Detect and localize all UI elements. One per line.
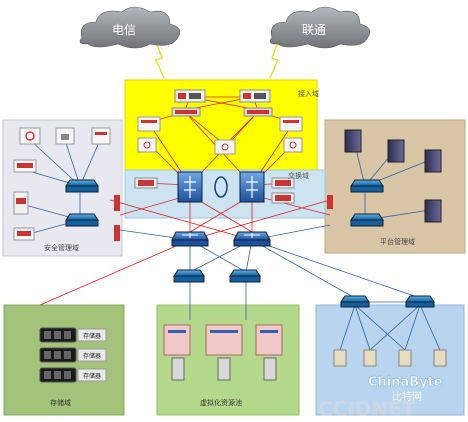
server-cluster-icon: [205, 324, 243, 381]
storage-array-icon: 存储器: [39, 347, 107, 363]
watermark: CCIDNET ChinaByte 比特网: [318, 375, 443, 421]
cloud-telecom: 电信: [79, 6, 181, 49]
storage-label: 存储器: [83, 352, 101, 360]
appliance-icon: [13, 159, 37, 173]
appliance-icon: [279, 116, 303, 132]
storage-devices: 存储器 存储器 存储器 存储域: [39, 327, 107, 407]
exchange-devices: 交换域: [134, 171, 309, 204]
app-devices: 虚拟化资源池: [163, 324, 283, 407]
access-zone-label: 接入域: [298, 89, 319, 98]
exchange-zone-label: 交换域: [288, 171, 309, 180]
router-icon: [174, 89, 206, 103]
right-devices: [333, 295, 447, 367]
storage-array-icon: 存储器: [39, 367, 107, 383]
switch-icon: [171, 231, 209, 247]
firewall-icon: [327, 195, 333, 209]
platform-zone-label: 平台管理域: [380, 237, 415, 246]
cloud-telecom-label: 电信: [112, 23, 136, 37]
monitor-icon: [214, 139, 236, 155]
watermark-cc: CCIDNET: [318, 397, 416, 421]
firewall-icon: [271, 177, 295, 189]
router-icon: [239, 89, 271, 103]
appliance-icon: [91, 127, 111, 145]
switch-icon: [65, 213, 99, 227]
watermark-sub: 比特网: [392, 391, 422, 403]
platform-devices: 平台管理域: [327, 129, 442, 246]
firewall-icon: [134, 177, 158, 189]
monitor-icon: [137, 137, 157, 153]
switch-icon: [229, 269, 261, 283]
switch-icon: [173, 269, 205, 283]
core-switch-icon: [177, 171, 203, 203]
storage-label: 存储器: [83, 372, 101, 380]
server-cluster-icon: [163, 324, 191, 381]
watermark-brand: ChinaByte: [368, 375, 443, 390]
firewall-icon: [114, 225, 120, 241]
switch-icon: [350, 213, 384, 227]
switch-icon: [233, 231, 271, 247]
pc-icon: [363, 349, 377, 367]
firewall-icon: [271, 192, 295, 204]
switch-icon: [340, 295, 370, 308]
appliance-icon: [137, 116, 161, 132]
server-icon: [424, 199, 442, 223]
core-switch-icon: [239, 171, 265, 203]
pc-icon: [398, 349, 412, 367]
switch-icon: [350, 179, 384, 193]
firewall-icon: [171, 107, 201, 117]
storage-label: 存储器: [83, 332, 101, 340]
storage-array-icon: 存储器: [39, 327, 107, 343]
firewall-icon: [243, 107, 273, 117]
appliance-icon: [13, 227, 35, 241]
cloud-unicom: 联通: [269, 6, 371, 49]
app-zone-label: 虚拟化资源池: [200, 398, 242, 407]
monitor-icon: [283, 137, 303, 153]
access-devices: 接入域: [137, 89, 319, 155]
appliance-icon: [19, 127, 41, 145]
tower-icon: [13, 191, 29, 215]
server-icon: [424, 149, 442, 173]
pc-icon: [433, 349, 447, 367]
aggregation-switches: [171, 231, 271, 283]
server-cluster-icon: [255, 324, 283, 381]
storage-zone-label: 存储域: [50, 398, 71, 407]
firewall-icon: [114, 195, 120, 211]
security-zone-label: 安全管理域: [44, 243, 79, 252]
lock-icon: [55, 127, 75, 145]
switch-icon: [65, 179, 99, 193]
server-icon: [387, 139, 405, 163]
stack-link-icon: [214, 176, 228, 198]
cloud-unicom-label: 联通: [302, 23, 326, 37]
server-icon: [344, 129, 362, 153]
pc-icon: [333, 349, 347, 367]
switch-icon: [405, 295, 435, 308]
security-devices: 安全管理域: [13, 127, 120, 252]
